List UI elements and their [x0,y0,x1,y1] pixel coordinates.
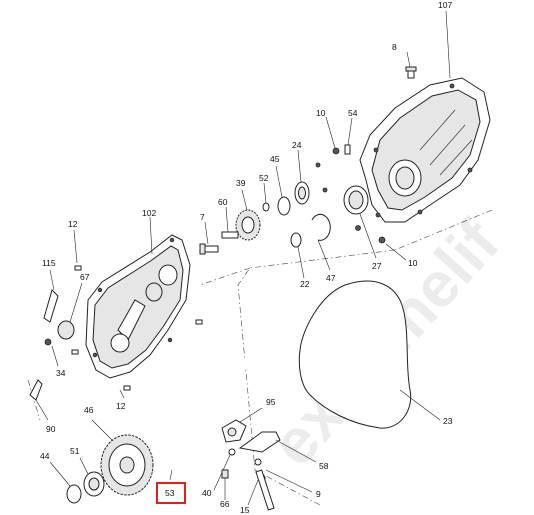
tensioner-95 [213,407,317,511]
label-115: 115 [42,258,56,268]
label-46: 46 [84,405,94,415]
label-9: 9 [316,489,321,499]
label-27: 27 [372,261,382,271]
label-15: 15 [240,505,250,515]
bearing-24 [294,149,310,205]
label-12b: 12 [116,401,126,411]
label-10b: 10 [408,258,418,268]
label-7: 7 [200,212,205,222]
label-58: 58 [319,461,329,471]
label-24: 24 [292,140,302,150]
label-10a: 10 [316,108,326,118]
label-54: 54 [348,108,358,118]
circlip-47 [290,213,331,279]
label-40: 40 [202,488,212,498]
highlight-box-53 [156,482,186,504]
label-51: 51 [70,446,80,456]
drive-pulley-46 [91,419,154,496]
assembly-centerlines [27,209,493,506]
label-107: 107 [438,0,452,10]
label-8: 8 [392,42,397,52]
shaft-bolt-60 [199,206,239,255]
hub-51 [49,457,105,504]
label-39: 39 [236,178,246,188]
bracket-90 [29,379,49,421]
bolt-8 [405,51,417,79]
crankcase-housing [359,77,491,223]
cover-bolts-12 [73,229,203,399]
label-12a: 12 [68,219,78,229]
label-23: 23 [443,416,453,426]
drive-cover-102 [85,216,191,379]
gear-39 [235,189,261,241]
label-67: 67 [80,272,90,282]
label-90: 90 [46,424,56,434]
label-95: 95 [266,397,276,407]
seal-27 [343,185,377,259]
hose-115 [43,269,83,367]
label-47: 47 [326,273,336,283]
label-52: 52 [259,173,269,183]
label-44: 44 [40,451,50,461]
drive-belt-53 [148,353,247,481]
label-22: 22 [300,279,310,289]
label-34: 34 [56,368,66,378]
label-45: 45 [270,154,280,164]
label-102: 102 [142,208,156,218]
fasteners-10-54 [315,116,386,244]
label-60: 60 [218,197,228,207]
gasket-23 [298,280,441,429]
label-66: 66 [220,499,230,509]
part-labels: 107 8 10 54 24 45 52 39 60 7 12 102 115 … [40,0,453,515]
label-53: 53 [165,488,175,498]
rings-45-52 [262,165,291,216]
